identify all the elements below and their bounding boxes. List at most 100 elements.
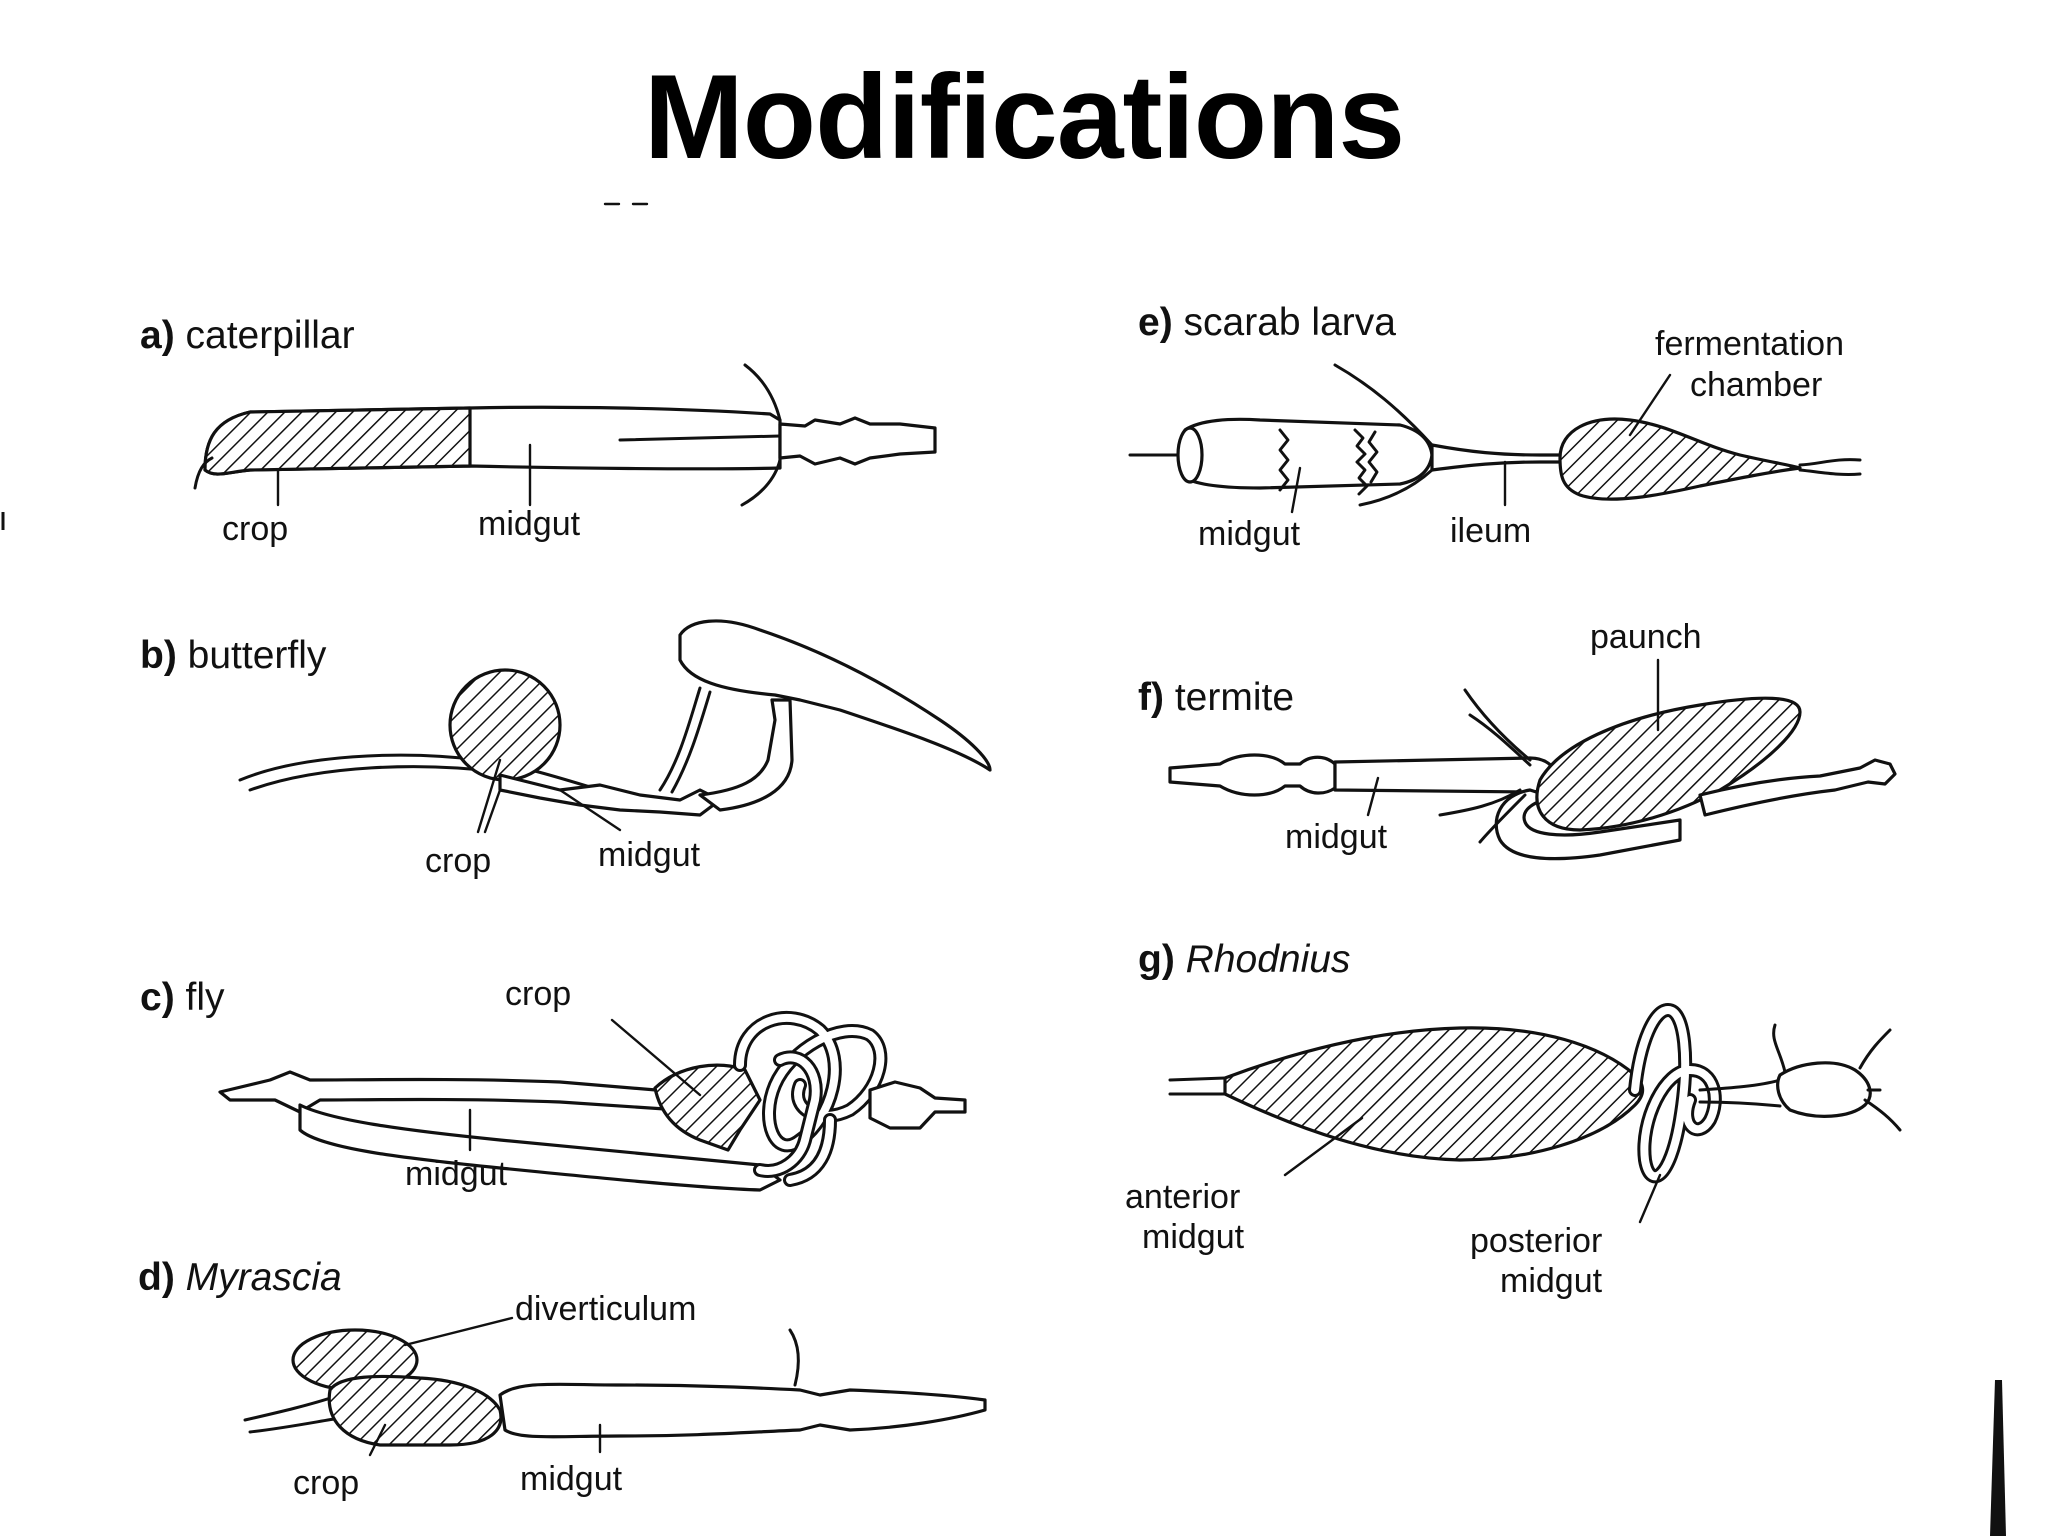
myrascia-tubule: [788, 1328, 800, 1387]
panel-b-butterfly: b) butterfly crop midgut: [140, 619, 992, 880]
termite-rectum: [1698, 758, 1897, 817]
butterfly-hindgut-tube: [698, 698, 794, 812]
rhodnius-posterior-leader: [1638, 1173, 1662, 1224]
myrascia-midgut: [498, 1382, 987, 1439]
termite-paunch-label: paunch: [1590, 618, 1702, 656]
butterfly-midgut-leader: [558, 788, 622, 832]
rhodnius-coil-inner: [1631, 1006, 1719, 1181]
panel-g-rhodnius: g) Rhodnius anterior midgut posterior mi…: [1125, 938, 1902, 1300]
caterpillar-tubule-lower: [740, 458, 782, 507]
panel-b-label: b) butterfly: [140, 634, 327, 677]
panel-e-scarab-larva: e) scarab larva fermentation chamber mid…: [1128, 301, 1862, 553]
butterfly-crop: [448, 668, 562, 782]
rhodnius-rectum: [1776, 1061, 1872, 1118]
panel-g-label: g) Rhodnius: [1138, 938, 1350, 981]
panel-d-name: Myrascia: [186, 1256, 342, 1299]
scarab-midgut-leader: [1290, 466, 1302, 514]
butterfly-crop-label: crop: [425, 842, 491, 880]
rhodnius-tubule-3: [1863, 1098, 1902, 1132]
panel-e-label: e) scarab larva: [1138, 301, 1396, 344]
panel-g-name: Rhodnius: [1186, 938, 1351, 981]
panel-d-label: d) Myrascia: [138, 1256, 342, 1299]
myrascia-crop: [327, 1374, 503, 1447]
scarab-midgut-label: midgut: [1198, 515, 1301, 553]
caterpillar-tubule-upper: [743, 363, 782, 422]
butterfly-oesophagus-lower: [248, 765, 502, 792]
termite-foregut: [1168, 753, 1337, 797]
myrascia-diverticulum-label: diverticulum: [515, 1290, 696, 1328]
panel-c-letter: c): [140, 976, 175, 1019]
fly-midgut-label: midgut: [405, 1155, 508, 1193]
panel-b-letter: b): [140, 634, 177, 677]
fly-rectum: [868, 1080, 967, 1130]
butterfly-tube-left: [658, 686, 702, 792]
panel-c-name: fly: [186, 976, 226, 1019]
fly-coils-inner: [736, 1013, 885, 1150]
rhodnius-hindgut-upper: [1698, 1078, 1782, 1092]
myrascia-crop-label: crop: [293, 1464, 359, 1502]
butterfly-crop-leader-2: [483, 788, 502, 834]
scarab-fermentation-chamber: [1558, 417, 1802, 501]
myrascia-midgut-label: midgut: [520, 1460, 623, 1498]
termite-midgut: [1333, 756, 1557, 794]
termite-midgut-label: midgut: [1285, 818, 1388, 856]
scarab-ileum: [1430, 443, 1572, 472]
panel-f-termite: f) termite paunch midgut: [1138, 618, 1897, 861]
rhodnius-oesophagus: [1168, 1076, 1227, 1082]
butterfly-crop-leader: [476, 758, 502, 834]
panel-f-label: f) termite: [1138, 676, 1294, 719]
panel-b-name: butterfly: [188, 634, 327, 677]
myrascia-oesophagus: [243, 1393, 342, 1422]
termite-tubule-4: [1478, 793, 1527, 844]
rhodnius-tubule-1: [1772, 1023, 1787, 1074]
panel-a-label: a) caterpillar: [140, 314, 355, 357]
butterfly-tube-inner: [670, 690, 712, 794]
scarab-midgut: [1183, 417, 1434, 490]
termite-hindgut-loop: [1494, 788, 1682, 861]
scarab-fermentation-leader: [1628, 373, 1672, 437]
scarab-tubule-lower: [1358, 468, 1434, 507]
fly-midgut: [298, 1103, 782, 1192]
panel-d-myrascia: d) Myrascia diverticulum crop midgut: [138, 1256, 987, 1502]
scarab-ileum-label: ileum: [1450, 512, 1531, 550]
caterpillar-midgut-label: midgut: [478, 505, 581, 543]
rhodnius-anterior-midgut: [1223, 1026, 1645, 1162]
fly-crop: [653, 1063, 762, 1152]
scarab-chamber-label: chamber: [1690, 366, 1822, 404]
panel-g-letter: g): [1138, 938, 1175, 981]
rhodnius-posterior-label: posterior: [1470, 1222, 1602, 1260]
rhodnius-hindgut-lower: [1698, 1100, 1782, 1108]
scarab-rectum-lower: [1798, 468, 1862, 476]
rhodnius-posterior-midgut-label: midgut: [1500, 1262, 1603, 1300]
rhodnius-anterior-leader: [1283, 1116, 1364, 1177]
fly-coils-rear-inner: [786, 1116, 834, 1184]
butterfly-rectum: [678, 619, 992, 772]
fly-crop-leader: [610, 1018, 702, 1097]
scarab-caeca-3: [1367, 430, 1379, 484]
termite-midgut-leader: [1366, 776, 1380, 817]
panel-e-name: scarab larva: [1184, 301, 1397, 344]
rhodnius-tubule-2: [1858, 1028, 1892, 1070]
scarab-fermentation-label: fermentation: [1655, 325, 1844, 363]
termite-tubule-3: [1438, 788, 1522, 817]
scan-mark-right: [1990, 1380, 2006, 1536]
myrascia-oesophagus-lower: [248, 1416, 342, 1434]
scarab-tubule-upper: [1333, 363, 1434, 447]
scarab-rectum-upper: [1798, 458, 1862, 467]
scarab-midgut-end: [1176, 426, 1204, 484]
panel-a-name: caterpillar: [186, 314, 355, 357]
panel-f-name: termite: [1175, 676, 1294, 719]
rhodnius-anterior-label: anterior: [1125, 1178, 1240, 1216]
panel-a-letter: a): [140, 314, 175, 357]
caterpillar-hindgut: [778, 416, 937, 466]
scarab-caeca-1: [1278, 428, 1290, 492]
termite-tubule-2: [1468, 713, 1532, 767]
page-title: Modifications: [643, 50, 1405, 184]
fly-coils-loop-inner: [756, 1053, 820, 1175]
scarab-caeca-2: [1353, 428, 1369, 496]
myrascia-diverticulum-leader: [403, 1316, 514, 1347]
panel-d-letter: d): [138, 1256, 175, 1299]
fly-crop-label: crop: [505, 975, 571, 1013]
caterpillar-crop-rim: [193, 456, 214, 490]
